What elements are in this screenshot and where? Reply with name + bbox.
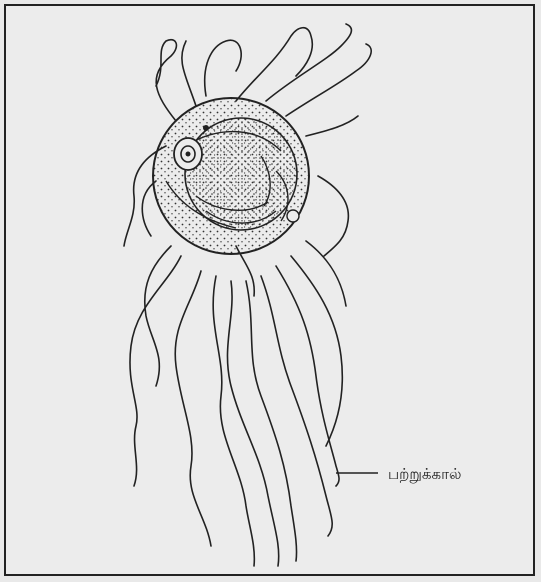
tentacle [205,40,242,96]
tentacle [286,44,371,116]
tentacle [291,256,342,446]
tentacle [213,276,254,566]
tentacle-label: பற்றுக்கால் [388,465,461,485]
tentacle [175,271,211,546]
figure-frame: பற்றுக்கால் [4,4,535,576]
tentacle [182,41,196,106]
tentacle [145,246,171,386]
tentacle [276,266,339,486]
tentacle [236,28,312,101]
tentacle [246,281,297,561]
tentacle [130,256,181,486]
organism-diagram [6,6,537,578]
vacuole [287,210,299,222]
cell-inner [185,118,297,230]
tentacle [318,176,348,256]
tentacle [156,40,176,121]
vacuole [203,125,209,131]
tentacle [306,116,358,136]
tentacle [266,24,351,101]
tentacle [306,241,346,306]
tentacles-lower [130,241,346,566]
